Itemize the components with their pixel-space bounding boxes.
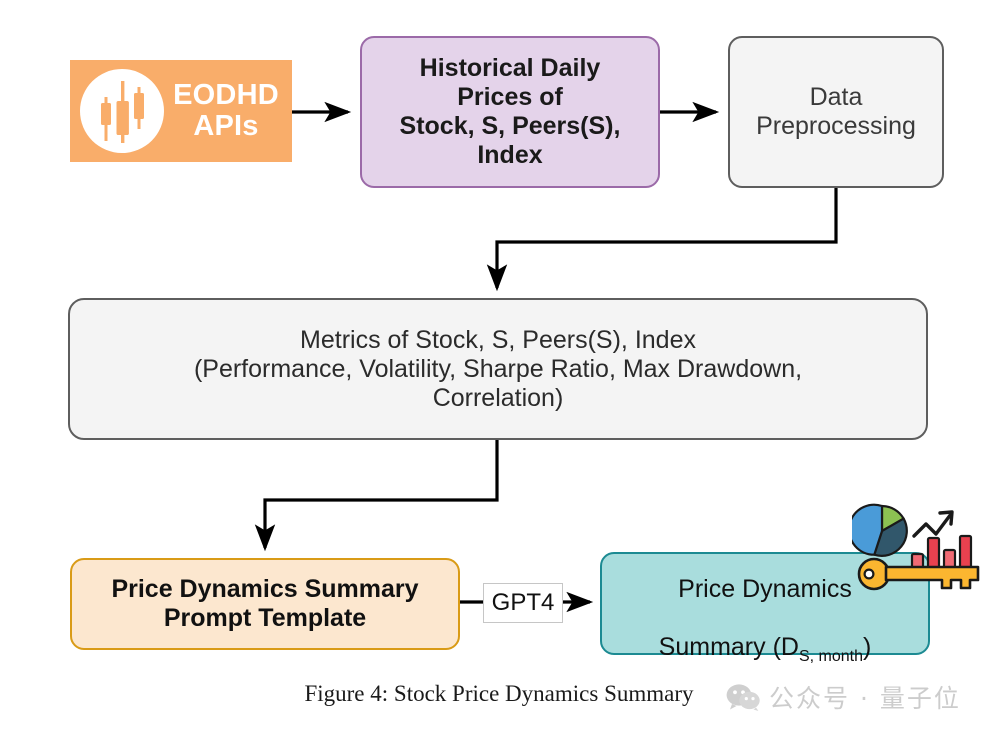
historical-daily-prices-label: Historical Daily Prices of Stock, S, Pee… bbox=[399, 54, 621, 169]
summary-line-2-suffix: ) bbox=[863, 632, 872, 661]
data-preprocessing[interactable]: Data Preprocessing bbox=[728, 36, 944, 188]
summary-line-1: Price Dynamics bbox=[678, 574, 852, 603]
prompt-template-label: Price Dynamics Summary Prompt Template bbox=[111, 575, 419, 632]
watermark: 公众号 · 量子位 bbox=[726, 679, 961, 715]
price-dynamics-summary-output[interactable]: Price Dynamics Summary (DS, month) bbox=[600, 552, 930, 664]
summary-line-2-prefix: Summary (D bbox=[658, 632, 799, 661]
data-preprocessing-label: Data Preprocessing bbox=[756, 83, 916, 140]
edge-label-gpt4: GPT4 bbox=[483, 583, 563, 623]
eodhd-logo bbox=[80, 69, 164, 153]
gpt4-text: GPT4 bbox=[491, 589, 555, 616]
eodhd-label: EODHD APIs bbox=[173, 78, 279, 142]
figure-caption: Figure 4: Stock Price Dynamics Summary bbox=[304, 681, 694, 706]
eodhd-apis-source[interactable]: EODHD APIs bbox=[70, 60, 292, 162]
candlestick-chart-icon bbox=[101, 81, 144, 143]
edge-preprocess-to-metrics bbox=[486, 188, 838, 292]
wechat-icon bbox=[726, 684, 760, 711]
price-dynamics-summary-prompt-template[interactable]: Price Dynamics Summary Prompt Template bbox=[70, 558, 460, 650]
summary-label: Price Dynamics Summary (DS, month) bbox=[602, 546, 928, 665]
watermark-text: 公众号 · 量子位 bbox=[769, 684, 961, 713]
metrics-label: Metrics of Stock, S, Peers(S), Index (Pe… bbox=[193, 325, 803, 412]
historical-daily-prices[interactable]: Historical Daily Prices of Stock, S, Pee… bbox=[360, 36, 660, 188]
metrics-box[interactable]: Metrics of Stock, S, Peers(S), Index (Pe… bbox=[68, 298, 928, 440]
summary-subscript: S, month bbox=[798, 647, 863, 665]
edge-metrics-to-prompt bbox=[254, 440, 499, 552]
